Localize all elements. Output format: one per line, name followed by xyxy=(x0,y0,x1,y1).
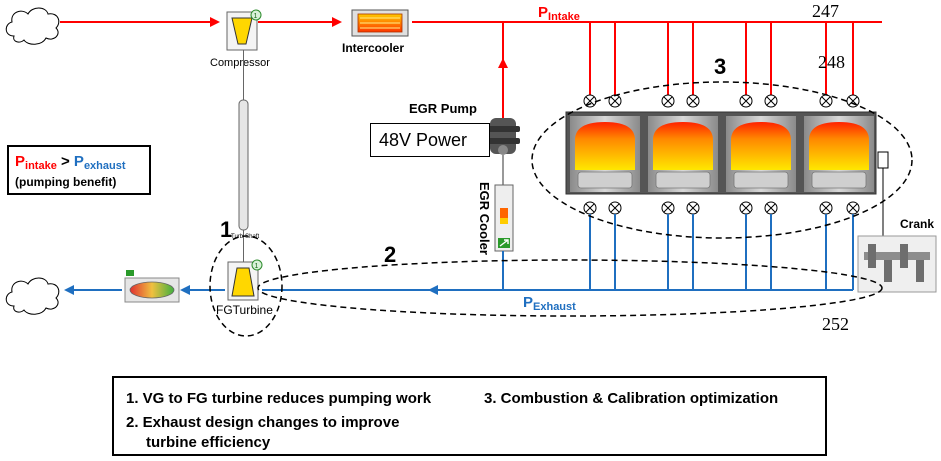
notes-box: 1. VG to FG turbine reduces pumping work… xyxy=(112,376,827,456)
zone-3-label: 3 xyxy=(714,54,726,79)
intake-valve xyxy=(764,94,778,108)
p-intake-label: PIntake xyxy=(538,4,580,23)
zone-2-outline xyxy=(257,259,883,317)
intercooler-label: Intercooler xyxy=(342,41,404,55)
intake-valve xyxy=(846,94,860,108)
intake-valve xyxy=(739,94,753,108)
note-3: 3. Combustion & Calibration optimization xyxy=(484,390,779,407)
crank-icon xyxy=(857,235,937,293)
cylinder xyxy=(726,116,796,192)
aftertreatment-icon xyxy=(124,270,180,303)
compressor-label: Compressor xyxy=(210,57,270,69)
note-2-continued: turbine efficiency xyxy=(146,434,271,451)
intake-runners xyxy=(589,22,854,96)
engine-block xyxy=(565,111,889,238)
ref-252: 252 xyxy=(822,314,849,334)
intake-valve xyxy=(608,94,622,108)
turbine-badge-icon xyxy=(251,259,263,271)
ref-247: 247 xyxy=(812,1,839,21)
exhaust-lines xyxy=(64,214,854,295)
outlet-cloud-icon xyxy=(5,277,60,315)
egr-pump-icon xyxy=(486,118,520,155)
turbo-shaft xyxy=(238,50,249,262)
exhaust-valve xyxy=(846,201,860,215)
egr-pump-label: EGR Pump xyxy=(409,101,477,116)
svg-text:1: 1 xyxy=(255,263,259,270)
compressor-badge-icon xyxy=(250,9,262,21)
power-box: 48V Power xyxy=(370,123,490,157)
intake-valve xyxy=(583,94,597,108)
note-2: 2. Exhaust design changes to improve xyxy=(126,414,400,431)
pressure-comparison: Pintake > Pexhaust xyxy=(15,153,126,172)
zone-1-outline xyxy=(209,235,283,337)
compressor: 1 xyxy=(226,9,262,51)
note-1: 1. VG to FG turbine reduces pumping work xyxy=(126,390,432,407)
zone-3-outline xyxy=(531,81,913,239)
intake-valve xyxy=(661,94,675,108)
cylinder xyxy=(804,116,874,192)
exhaust-valve xyxy=(583,201,597,215)
intake-valves xyxy=(583,94,860,108)
exhaust-valve xyxy=(819,201,833,215)
turb-shaft-label: Turb-Shaft xyxy=(231,234,259,240)
fg-turbine: 1 xyxy=(227,259,263,301)
inlet-cloud-icon xyxy=(5,7,60,45)
exhaust-valve xyxy=(608,201,622,215)
exhaust-valve xyxy=(686,201,700,215)
cylinder xyxy=(570,116,640,192)
intercooler xyxy=(351,9,409,37)
cylinder xyxy=(648,116,718,192)
intake-valve xyxy=(686,94,700,108)
egr-cooler xyxy=(494,155,514,290)
exhaust-valve xyxy=(739,201,753,215)
zone-1-label: 1 xyxy=(220,217,232,242)
exhaust-valve xyxy=(764,201,778,215)
pressure-comparison-box: Pintake > Pexhaust (pumping benefit) xyxy=(7,145,151,195)
ref-248: 248 xyxy=(818,52,845,72)
pumping-benefit-note: (pumping benefit) xyxy=(15,175,117,189)
zone-2-label: 2 xyxy=(384,242,396,267)
exhaust-valves xyxy=(583,201,860,215)
svg-text:1: 1 xyxy=(254,13,258,20)
egr-cooler-label: EGR Cooler xyxy=(477,182,492,255)
intake-lines xyxy=(60,17,882,120)
p-exhaust-label: PExhaust xyxy=(523,294,576,313)
intake-valve xyxy=(819,94,833,108)
fg-turbine-label: FGTurbine xyxy=(216,303,273,317)
crank-label: Crank xyxy=(900,217,934,231)
exhaust-valve xyxy=(661,201,675,215)
